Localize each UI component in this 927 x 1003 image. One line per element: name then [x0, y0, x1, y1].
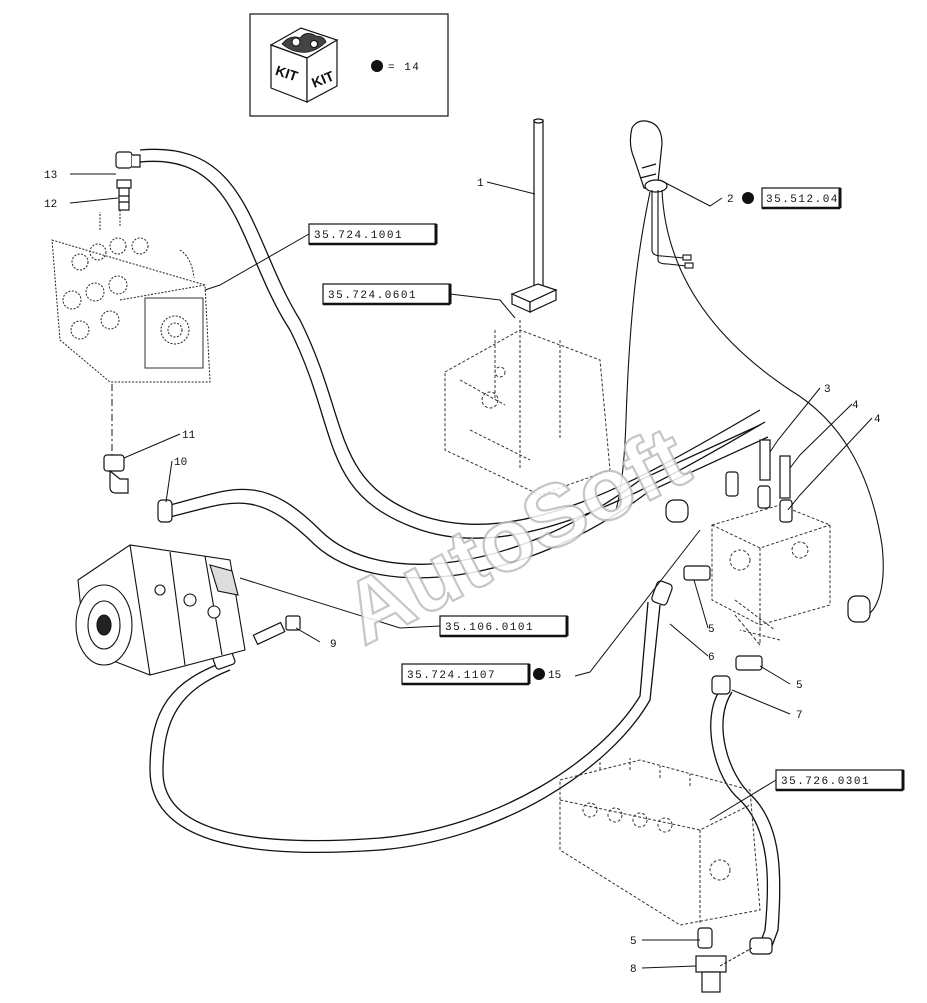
fitting-9 — [252, 615, 301, 646]
reference-box-35-106-0101: 35.106.0101 — [439, 615, 569, 638]
callout-13: 13 — [44, 170, 57, 182]
main-control-valve — [559, 758, 761, 926]
elbow-fitting-11 — [103, 454, 129, 494]
callout-3: 3 — [824, 384, 831, 396]
callout-11: 11 — [182, 430, 196, 442]
callout-5-upper: 5 — [708, 624, 715, 636]
reference-label: 35.724.1107 — [407, 670, 496, 682]
callout-4-a: 4 — [852, 400, 859, 412]
callout-9: 9 — [330, 639, 337, 651]
control-valve-top-left — [51, 210, 211, 383]
kit-legend: KIT KIT = 14 — [249, 13, 449, 117]
callout-1: 1 — [477, 178, 484, 190]
reference-label: 35.724.1001 — [314, 230, 403, 242]
reference-box-35-726-0301: 35.726.0301 — [775, 769, 905, 792]
callout-15: 15 — [548, 670, 561, 682]
leader-lines — [69, 173, 873, 969]
callout-12: 12 — [44, 199, 57, 211]
callout-6: 6 — [708, 652, 715, 664]
callout-numbers: 13 12 1 2 3 4 4 11 10 9 15 5 6 5 7 5 8 — [44, 170, 881, 976]
callout-10: 10 — [174, 457, 187, 469]
lever-bracket-dashed — [444, 320, 611, 496]
fitting-5-middle — [735, 655, 763, 671]
callout-5-middle: 5 — [796, 680, 803, 692]
tee-fitting-8 — [695, 955, 727, 993]
fitting-12 — [116, 179, 132, 211]
hydraulic-pump — [75, 544, 246, 676]
kit-bullet-15-icon — [533, 668, 545, 680]
reference-box-35-512-04: 35.512.04 — [761, 187, 842, 210]
reference-box-35-724-1107: 35.724.1107 — [401, 663, 531, 686]
pilot-block-dash-link — [734, 614, 761, 647]
reference-label: 35.726.0301 — [781, 776, 870, 788]
reference-box-35-724-1001: 35.724.1001 — [308, 223, 438, 246]
hoses — [139, 148, 781, 947]
reference-label: 35.724.0601 — [328, 290, 417, 302]
pilot-fittings — [665, 471, 871, 623]
joystick-wires — [615, 189, 884, 618]
hose-fittings — [157, 439, 791, 955]
pilot-valve-block — [711, 504, 831, 641]
fitting-5-upper — [683, 565, 711, 581]
fitting-5-lower — [697, 927, 713, 949]
kit-label-left: KIT — [274, 62, 301, 84]
joystick-handle — [629, 120, 668, 193]
reference-box-35-724-0601: 35.724.0601 — [322, 283, 452, 306]
callout-8: 8 — [630, 964, 637, 976]
callout-2: 2 — [727, 194, 734, 206]
control-lever — [510, 118, 558, 313]
kit-label-right: KIT — [309, 67, 336, 90]
fitting-13 — [115, 151, 141, 169]
kit-bullet-2-icon — [742, 192, 754, 204]
callout-5-lower: 5 — [630, 936, 637, 948]
callout-4-b: 4 — [874, 414, 881, 426]
reference-label: 35.106.0101 — [445, 622, 534, 634]
kit-bullet-icon — [371, 60, 383, 72]
callout-7: 7 — [796, 710, 803, 722]
reference-label: 35.512.04 — [766, 194, 839, 206]
kit-box-icon: KIT KIT — [269, 27, 339, 103]
kit-equals-text: = 14 — [388, 62, 420, 74]
